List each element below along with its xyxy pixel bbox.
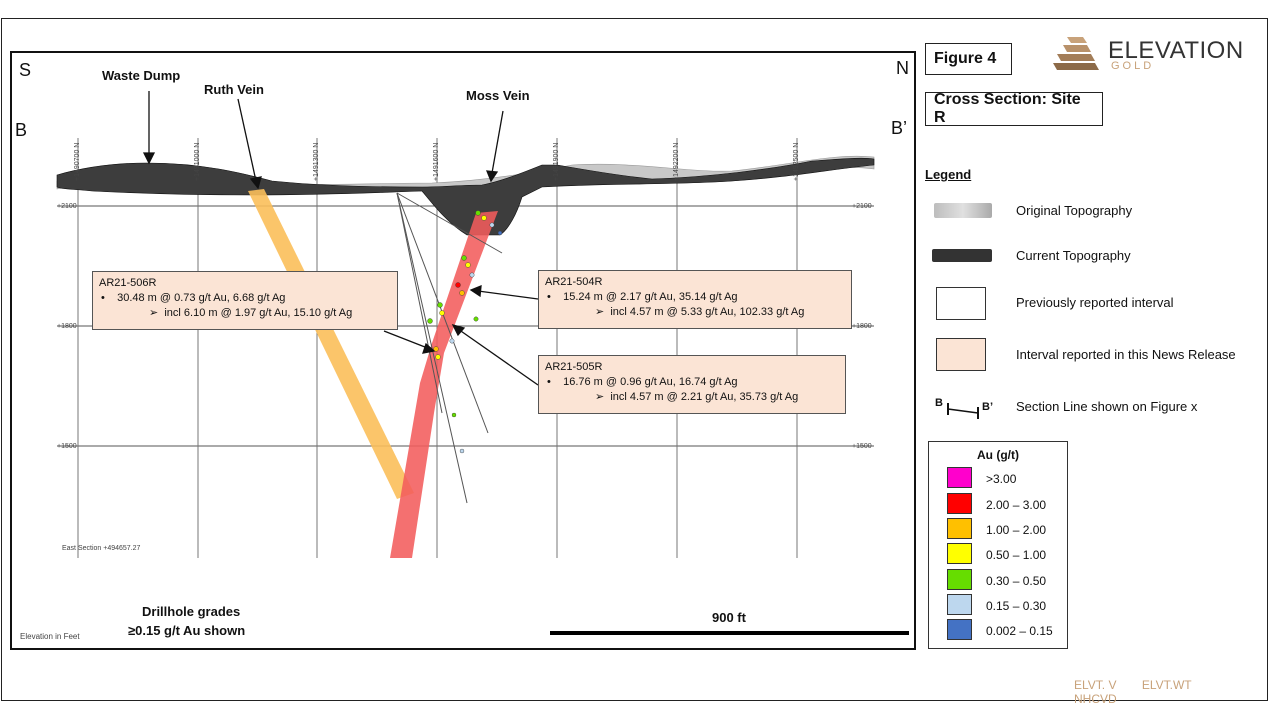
elevation-unit-note: Elevation in Feet: [20, 632, 80, 641]
au-swatch-03-05: [947, 569, 972, 590]
au-label-1-2: 1.00 – 2.00: [986, 523, 1047, 537]
compass-south: S: [19, 60, 32, 80]
elevation-gold-logo: ELEVATION GOLD: [1053, 35, 1253, 75]
east-section-note: East Section +494657.27: [62, 545, 141, 552]
callout-main-interval: • 30.48 m @ 0.73 g/t Au, 6.68 g/t Ag: [101, 292, 286, 304]
callout-incl-interval: ➢ incl 6.10 m @ 1.97 g/t Au, 15.10 g/t A…: [149, 307, 353, 319]
assay-markers: [427, 210, 503, 454]
logo-sub: GOLD: [1111, 60, 1155, 72]
original-topography-swatch: [934, 203, 992, 218]
figure-title: Cross Section: Site R: [925, 91, 1103, 126]
au-swatch-015-03: [947, 594, 972, 615]
stock-tickers: ELVT. V ELVT.WT NHCVD: [1074, 678, 1280, 706]
section-end-b-left: B: [15, 120, 28, 140]
current-topography-swatch: [932, 249, 992, 262]
au-swatch-2-3: [947, 493, 972, 514]
new-interval-swatch: [936, 338, 986, 371]
ticker-nhcvd: NHCVD: [1074, 692, 1117, 706]
callout-hole-id: AR21-504R: [545, 276, 603, 288]
label-waste-dump: Waste Dump: [102, 68, 181, 83]
au-swatch-0002-015: [947, 619, 972, 640]
section-mark-right: B’: [982, 401, 993, 413]
legend-label: Interval reported in this News Release: [1016, 347, 1236, 362]
elev-2100-left: +2100: [57, 203, 77, 210]
cross-section-panel: S N B B’ Waste Dump Ruth Vein Moss Vein …: [10, 51, 916, 650]
compass-north: N: [896, 58, 909, 78]
callout-ar21-505r: AR21-505R • 16.76 m @ 0.96 g/t Au, 16.74…: [538, 355, 846, 414]
legend-label: Section Line shown on Figure x: [1016, 399, 1198, 414]
current-topography: [56, 157, 875, 236]
legend-label: Previously reported interval: [1016, 295, 1174, 310]
elev-1500-left: +1500: [57, 443, 77, 450]
section-end-b-right: B’: [891, 118, 908, 138]
grid-label-1492200: +1492200 N: [673, 142, 680, 181]
grid-label-1491600: +1491600 N: [433, 142, 440, 181]
au-grade-scale: Au (g/t) >3.00 2.00 – 3.00 1.00 – 2.00 0…: [928, 441, 1068, 649]
grid-label-1491900: +1491900 N: [553, 142, 560, 181]
callout-incl-interval: ➢ incl 4.57 m @ 5.33 g/t Au, 102.33 g/t …: [595, 306, 805, 318]
ticker-elvt-wt: ELVT.WT: [1141, 678, 1192, 692]
scale-bar-label: 900 ft: [712, 610, 746, 625]
callout-hole-id: AR21-505R: [545, 361, 603, 373]
au-label-015-03: 0.15 – 0.30: [986, 599, 1047, 613]
ruth-vein: [248, 189, 414, 499]
drillhole-grades-title: Drillhole grades: [142, 604, 241, 619]
label-arrows: [142, 91, 539, 386]
figure-number: Figure 4: [925, 43, 1012, 75]
callout-ar21-504r: AR21-504R • 15.24 m @ 2.17 g/t Au, 35.14…: [538, 270, 852, 329]
grid-label-1492500: +1492500 N: [793, 142, 800, 181]
cross-section-drawing: [56, 91, 909, 635]
au-label-05-1: 0.50 – 1.00: [986, 548, 1047, 562]
elev-1800-left: +1800: [57, 323, 77, 330]
grid-label-1491300: +1491300 N: [313, 142, 320, 181]
slide-frame: [1, 18, 1268, 701]
callout-hole-id: AR21-506R: [99, 277, 157, 289]
au-label-2-3: 2.00 – 3.00: [986, 498, 1047, 512]
previous-interval-swatch: [936, 287, 986, 320]
moss-vein: [390, 211, 498, 558]
grid-label-1491000: +1491000 N: [194, 142, 201, 181]
logo-mark-icon: [1053, 37, 1099, 70]
au-label-gt3: >3.00: [986, 472, 1017, 486]
elev-1500-right: +1500: [852, 443, 872, 450]
label-ruth-vein: Ruth Vein: [204, 82, 264, 97]
northing-gridlines: [77, 138, 798, 558]
section-line-icon: [947, 403, 979, 419]
au-swatch-gt3: [947, 467, 972, 488]
callout-main-interval: • 15.24 m @ 2.17 g/t Au, 35.14 g/t Ag: [547, 291, 738, 303]
section-mark-left: B: [935, 397, 943, 409]
legend-label: Original Topography: [1016, 203, 1133, 218]
callout-incl-interval: ➢ incl 4.57 m @ 2.21 g/t Au, 35.73 g/t A…: [595, 391, 799, 403]
au-label-03-05: 0.30 – 0.50: [986, 574, 1047, 588]
logo-name: ELEVATION: [1108, 37, 1244, 64]
elev-1800-right: +1800: [852, 323, 872, 330]
au-swatch-05-1: [947, 543, 972, 564]
callout-ar21-506r: AR21-506R • 30.48 m @ 0.73 g/t Au, 6.68 …: [92, 271, 398, 330]
elev-2100-right: +2100: [852, 203, 872, 210]
au-label-0002-015: 0.002 – 0.15: [986, 624, 1053, 638]
label-moss-vein: Moss Vein: [466, 88, 530, 103]
grid-label-1490700: +1490700 N: [74, 142, 81, 181]
legend-label: Current Topography: [1016, 248, 1131, 263]
ticker-elvt-v: ELVT. V: [1074, 678, 1117, 692]
callout-main-interval: • 16.76 m @ 0.96 g/t Au, 16.74 g/t Ag: [547, 376, 738, 388]
au-scale-title: Au (g/t): [977, 448, 1019, 462]
drillhole-grades-threshold: ≥0.15 g/t Au shown: [128, 623, 246, 638]
legend-title: Legend: [925, 167, 972, 182]
au-swatch-1-2: [947, 518, 972, 539]
